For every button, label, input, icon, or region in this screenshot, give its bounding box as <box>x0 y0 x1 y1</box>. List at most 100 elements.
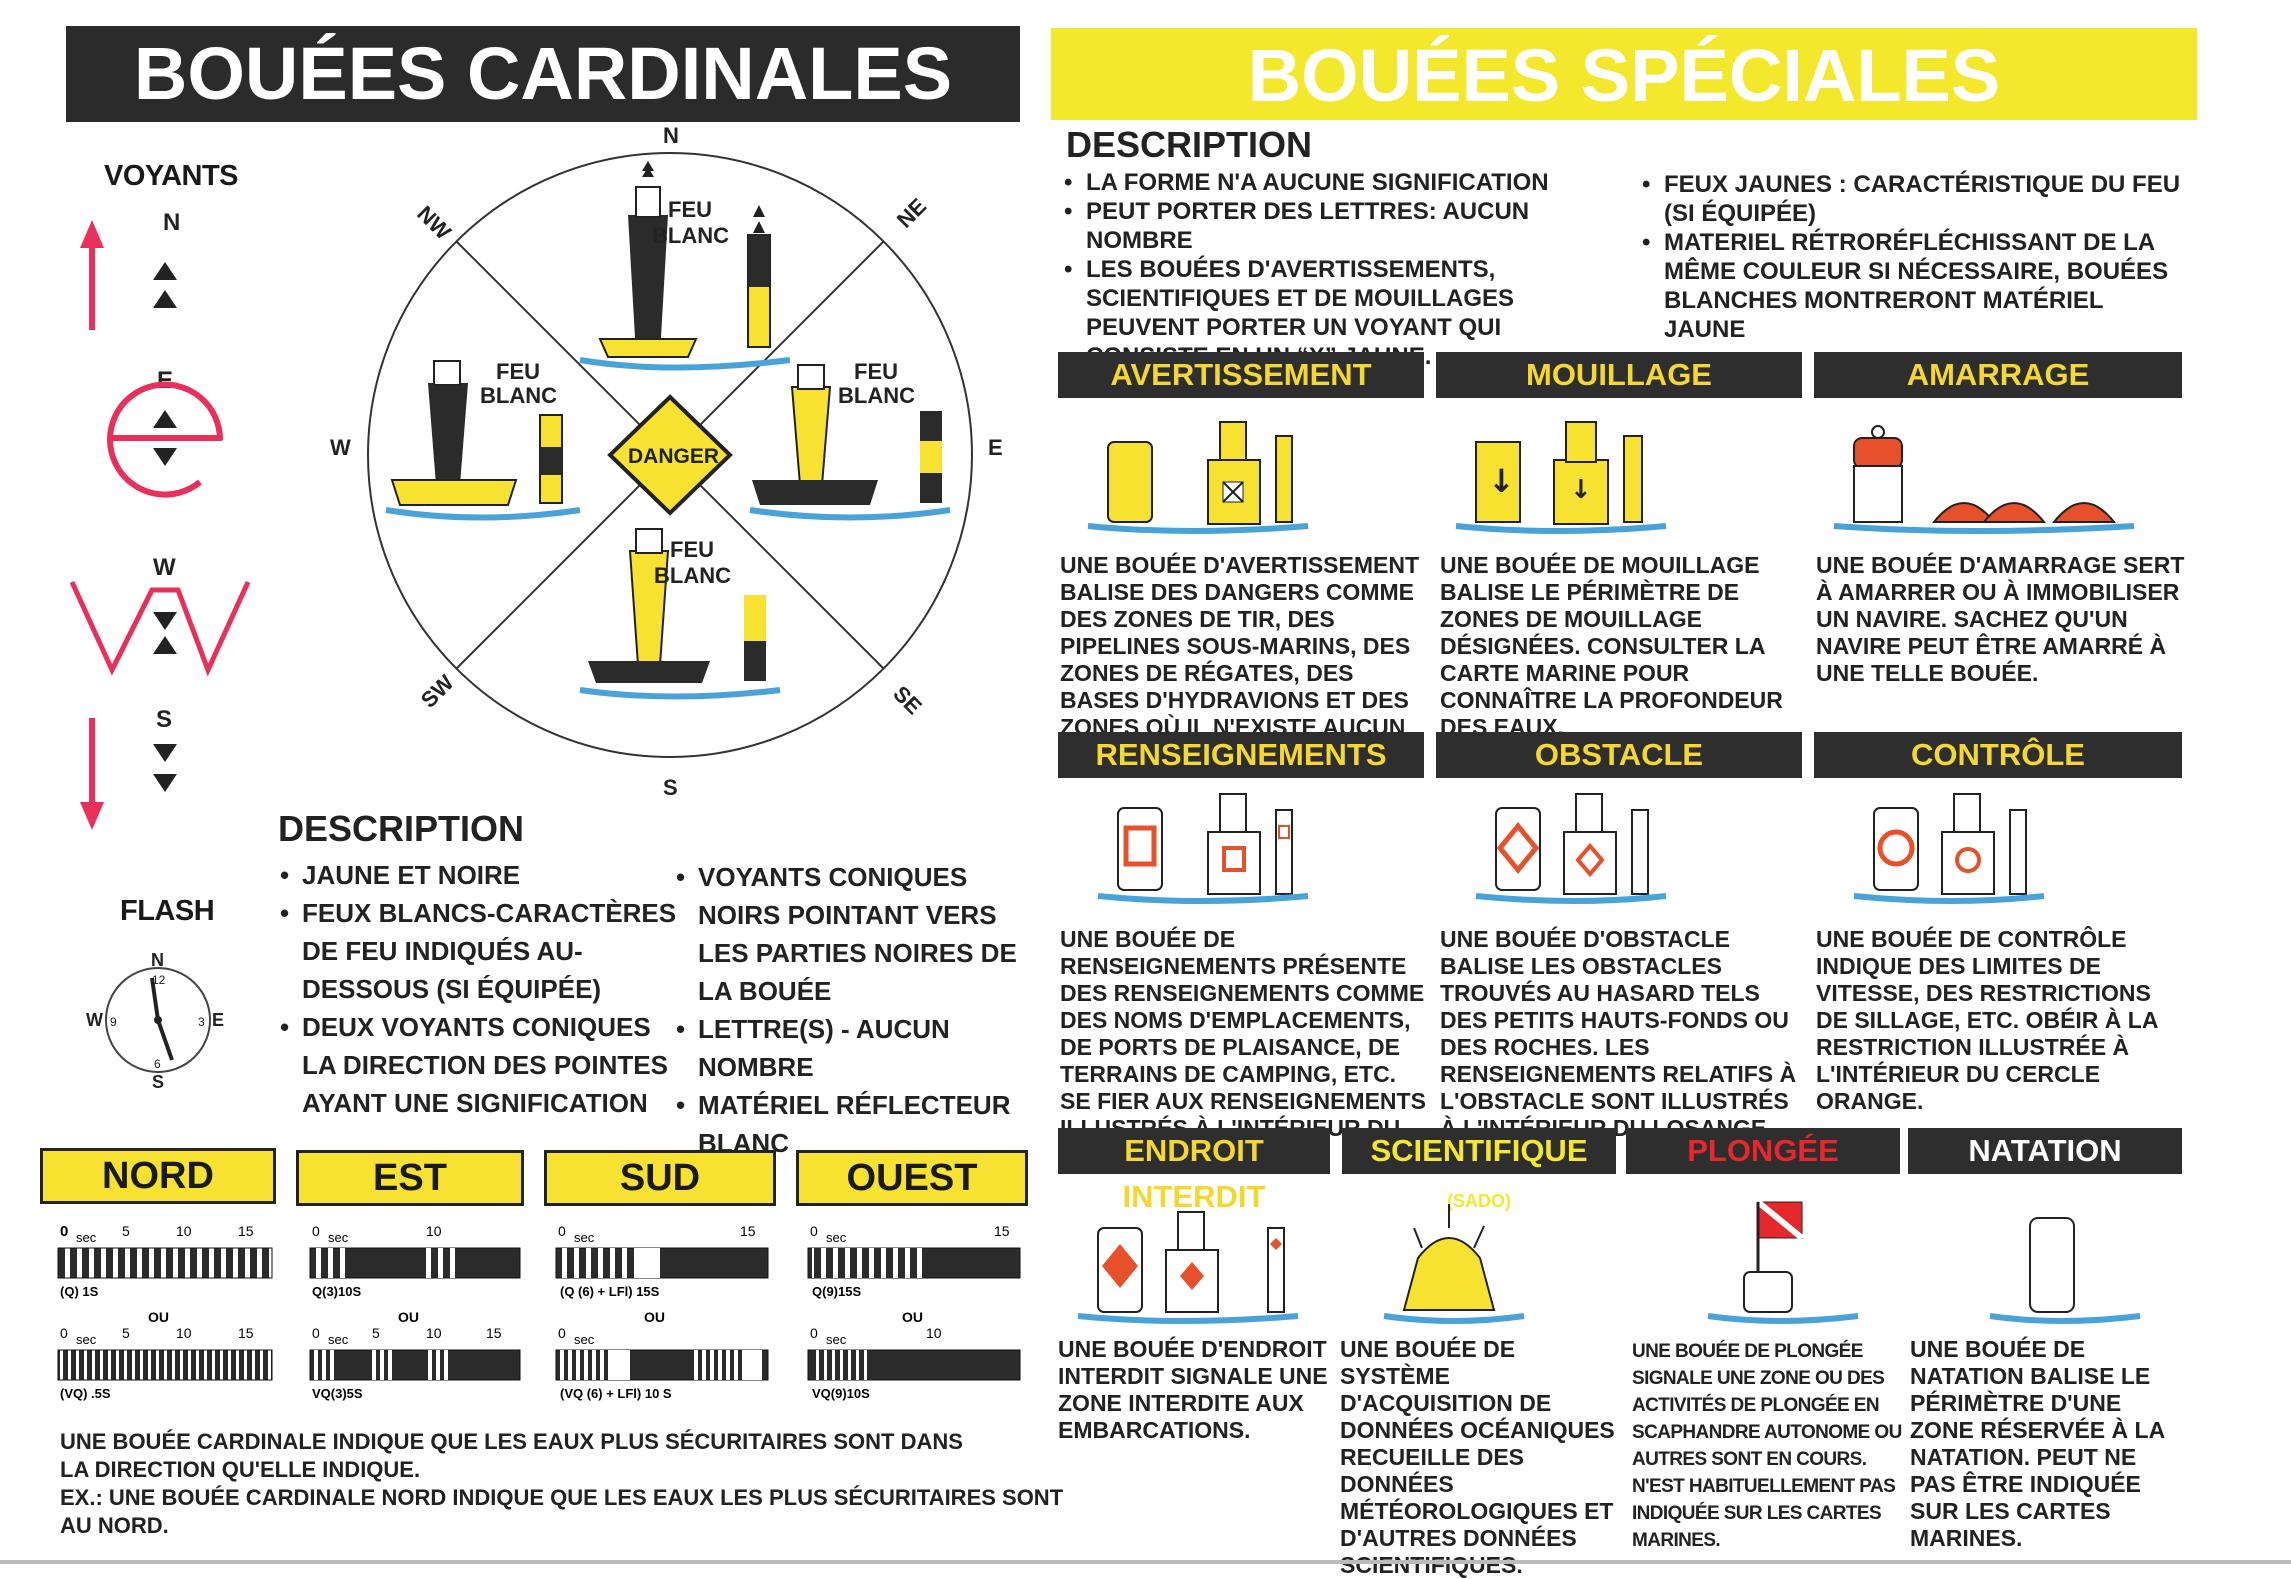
cardinal-description-list-1: JAUNE ET NOIRE FEUX BLANCS-CARACTÈRES DE… <box>280 856 680 1122</box>
svg-text:(Q) 1S: (Q) 1S <box>60 1284 99 1299</box>
south-cardinal-buoy <box>579 528 781 700</box>
text-endroit-interdit: UNE BOUÉE D'ENDROIT INTERDIT SIGNALE UNE… <box>1058 1336 1328 1443</box>
svg-text:SE: SE <box>888 681 926 719</box>
svg-text:0: 0 <box>60 1325 68 1341</box>
topmark-up-icon <box>153 262 177 280</box>
svg-text:sec: sec <box>328 1332 349 1347</box>
cardinal-description-list-2: VOYANTS CONIQUES NOIRS POINTANT VERS LES… <box>676 858 1046 1162</box>
svg-text:NE: NE <box>892 193 931 232</box>
header-endroit-interdit: ENDROIT INTERDIT <box>1058 1128 1330 1214</box>
control-buoy-icon <box>1853 793 2045 904</box>
svg-text:W: W <box>86 1010 103 1030</box>
svg-text:OU: OU <box>644 1309 665 1325</box>
ouest-label: OUEST <box>796 1150 1028 1206</box>
south-arrow-icon <box>80 802 104 830</box>
scientifique-title: SCIENTIFIQUE <box>1370 1133 1588 1168</box>
bottom-edge <box>0 1560 2291 1564</box>
mnemonic-w-icon <box>69 580 251 677</box>
svg-text:VQ(3)5S: VQ(3)5S <box>312 1386 363 1401</box>
text-scientifique: UNE BOUÉE DE SYSTÈME D'ACQUISITION DE DO… <box>1340 1336 1615 1578</box>
text-controle: UNE BOUÉE DE CONTRÔLE INDIQUE DES LIMITE… <box>1816 926 2158 1114</box>
svg-text:(Q (6) + LFl) 15S: (Q (6) + LFl) 15S <box>560 1284 660 1299</box>
svg-text:S: S <box>152 1072 164 1092</box>
header-natation: NATATION <box>1908 1128 2182 1174</box>
danger-diamond <box>607 394 733 516</box>
flash-clock-icon: N 12 E 3 S 6 W 9 <box>86 950 224 1092</box>
svg-text:0: 0 <box>810 1325 818 1341</box>
svg-text:sec: sec <box>826 1230 847 1245</box>
header-plongee: PLONGÉE <box>1626 1128 1900 1174</box>
header-controle: CONTRÔLE <box>1814 732 2182 778</box>
svg-text:0: 0 <box>558 1223 566 1239</box>
mnemonic-e-icon <box>107 381 224 498</box>
svg-text:0: 0 <box>312 1325 320 1341</box>
description-item: VOYANTS CONIQUES NOIRS POINTANT VERS LES… <box>676 858 1046 1010</box>
header-renseignements: RENSEIGNEMENTS <box>1058 732 1424 778</box>
svg-text:FEU: FEU <box>496 359 540 384</box>
svg-text:10: 10 <box>176 1223 192 1239</box>
cardinal-banner-title: BOUÉES CARDINALES <box>133 32 953 115</box>
light-rhythm-diagrams: 0 sec 5 10 15 (Q) 1S OU 0 sec 5 10 15 (V… <box>57 1223 1021 1401</box>
est-label: EST <box>296 1150 524 1206</box>
special-buoys-row-3 <box>1077 1199 2141 1324</box>
svg-text:15: 15 <box>238 1325 254 1341</box>
special-buoys-row-1: ↓ ↓ <box>1087 421 2135 534</box>
svg-text:0: 0 <box>810 1223 818 1239</box>
nord-rhythm: 0 sec 5 10 15 (Q) 1S OU 0 sec 5 10 15 (V… <box>57 1223 273 1401</box>
svg-text:FEU: FEU <box>670 537 714 562</box>
exclusion-buoy-icon <box>1077 1211 1299 1324</box>
svg-text:sec: sec <box>574 1230 595 1245</box>
voyant-n-letter: N <box>163 210 180 236</box>
svg-text:15: 15 <box>486 1325 502 1341</box>
description-item: LETTRE(S) - AUCUN NOMBRE <box>676 1010 1046 1086</box>
topmark-down-icon <box>153 612 177 630</box>
svg-text:sec: sec <box>328 1230 349 1245</box>
topmark-up-icon <box>153 636 177 654</box>
topmark-up-icon <box>153 290 177 308</box>
svg-text:0: 0 <box>312 1223 320 1239</box>
svg-text:9: 9 <box>110 1015 117 1029</box>
svg-text:Q(9)15S: Q(9)15S <box>812 1284 861 1299</box>
ouest-rhythm: 0 sec 15 Q(9)15S OU 0 sec 10 VQ(9)10S <box>807 1223 1021 1401</box>
header-amarrage: AMARRAGE <box>1814 352 2182 398</box>
sud-label: SUD <box>544 1150 776 1206</box>
north-cardinal-buoy <box>579 161 791 371</box>
svg-text:12: 12 <box>152 973 166 987</box>
svg-text:BLANC: BLANC <box>480 383 557 408</box>
text-plongee: UNE BOUÉE DE PLONGÉE SIGNALE UNE ZONE OU… <box>1632 1341 1902 1551</box>
description-item: LA FORME N'A AUCUNE SIGNIFICATION <box>1064 168 1604 197</box>
svg-text:10: 10 <box>176 1325 192 1341</box>
svg-text:0: 0 <box>558 1325 566 1341</box>
text-amarrage: UNE BOUÉE D'AMARRAGE SERT À AMARRER OU À… <box>1816 552 2185 686</box>
voyants-diagram: N E W S <box>69 210 251 830</box>
svg-text:10: 10 <box>426 1223 442 1239</box>
danger-label: DANGER <box>628 445 719 468</box>
hazard-buoy-icon <box>1475 793 1667 904</box>
special-buoys-row-2 <box>1097 793 2045 904</box>
cardinal-banner: BOUÉES CARDINALES <box>66 26 1020 122</box>
topmark-down-icon <box>153 744 177 762</box>
header-mouillage: MOUILLAGE <box>1436 352 1802 398</box>
svg-text:6: 6 <box>154 1057 161 1071</box>
svg-text:15: 15 <box>238 1223 254 1239</box>
svg-text:FEU: FEU <box>854 359 898 384</box>
svg-text:(VQ (6) + LFl) 10 S: (VQ (6) + LFl) 10 S <box>560 1386 672 1401</box>
west-cardinal-buoy <box>385 360 581 521</box>
svg-text:OU: OU <box>148 1309 169 1325</box>
description-item: MATÉRIEL RÉFLECTEUR BLANC <box>676 1086 1046 1162</box>
cardinal-description-title: DESCRIPTION <box>278 808 525 849</box>
svg-text:E: E <box>212 1010 224 1030</box>
svg-text:BLANC: BLANC <box>652 223 729 248</box>
anchorage-buoy-icon: ↓ ↓ <box>1455 421 1667 534</box>
voyants-label: VOYANTS <box>104 160 239 192</box>
svg-text:S: S <box>156 706 172 733</box>
svg-text:E: E <box>988 435 1003 460</box>
svg-text:↓: ↓ <box>1488 462 1515 500</box>
svg-text:S: S <box>663 775 678 800</box>
topmark-down-icon <box>153 448 177 466</box>
svg-text:5: 5 <box>372 1325 380 1341</box>
east-cardinal-buoy <box>749 364 951 521</box>
swimming-buoy-icon <box>1989 1217 2141 1324</box>
svg-text:W: W <box>153 554 176 581</box>
cardinal-footer-1: UNE BOUÉE CARDINALE INDIQUE QUE LES EAUX… <box>60 1429 963 1482</box>
